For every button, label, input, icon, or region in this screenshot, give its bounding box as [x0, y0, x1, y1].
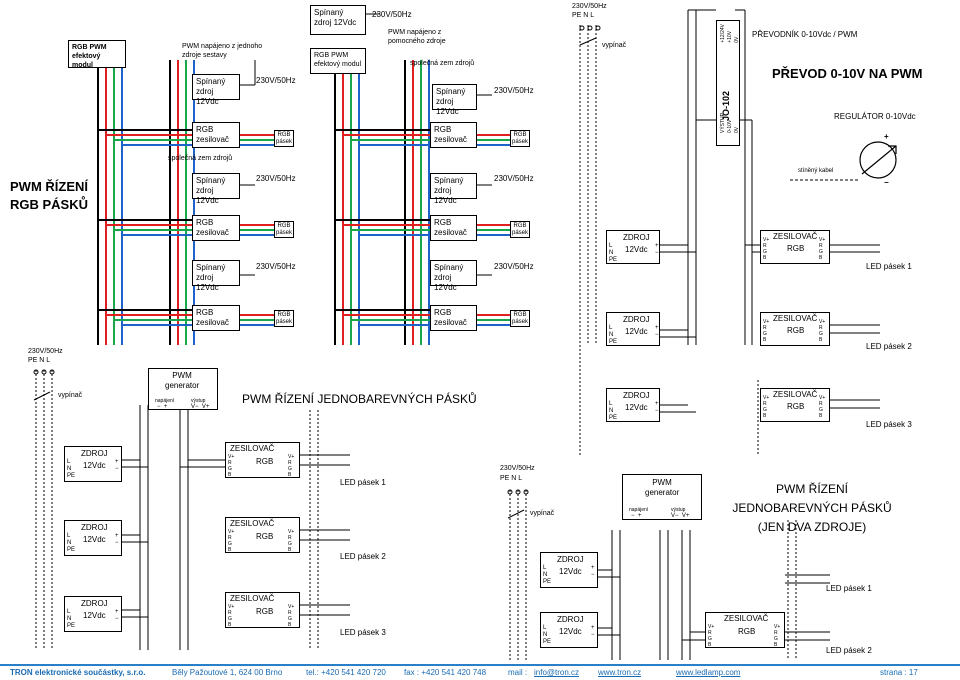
converter-big-title: PŘEVOD 0-10V NA PWM [772, 66, 923, 81]
rgb-wires-right [579, 9, 880, 455]
psu-mono-2: ZDROJ 12Vdc L N PE + − [64, 520, 122, 556]
led-strip-mono-1: LED pásek 1 [340, 478, 386, 487]
psu-rgb-2: ZDROJ 12Vdc L N PE + − [606, 312, 660, 346]
amp-mono-2: ZESILOVAČ RGB V+ R G B V+ R G B [225, 517, 300, 553]
mono-wires-right [509, 490, 830, 660]
led-strip-1-label: LED pásek 1 [866, 262, 912, 271]
psu-mono-4: ZDROJ 12Vdc L N PE + − [540, 552, 598, 588]
rgb-amp-3: RGB zesilovač [192, 305, 240, 331]
pe-n-l-label: PE N L [572, 12, 595, 19]
footer-tel: tel.: +420 541 420 720 [306, 668, 386, 677]
supply-box-mid-2: Spínaný zdroj 12Vdc [430, 173, 477, 205]
voltage-mono-left: 230V/50Hz [28, 348, 63, 355]
switch-mono-left: vypínač [58, 392, 83, 399]
shielded-cable-label: stíněný kabel [798, 168, 834, 174]
switch-symbols [33, 25, 601, 519]
pe-n-l-mono-right: PE N L [500, 475, 523, 482]
rgb-wires-left [97, 40, 275, 345]
rgb-strip-6: RGB pásek [510, 310, 530, 327]
reg-minus: − [884, 178, 889, 187]
supply-box-mid-1: Spínaný zdroj 12Vdc [432, 84, 477, 116]
pwm-generator-right: PWM generator napájení výstup − + V− V+ [622, 474, 702, 520]
common-ground-label: společná zem zdrojů [168, 155, 233, 162]
supply-box-2: Spínaný zdroj 12Vdc [192, 173, 240, 205]
footer-web2-link[interactable]: www.ledlamp.com [676, 668, 741, 677]
led-strip-3-label: LED pásek 3 [866, 420, 912, 429]
common-ground-label-2: společná zem zdrojů [410, 60, 475, 67]
pwm-generator-left: PWM generator napájení výstup − + V− V+ [148, 368, 218, 410]
converter-title: PŘEVODNÍK 0-10Vdc / PWM [752, 30, 858, 39]
pwm-single-label: PWM napájeno z jednoho zdroje sestavy [182, 43, 263, 59]
switch-mono-right: vypínač [530, 510, 555, 517]
rgb-strip-5: RGB pásek [510, 221, 530, 238]
footer-mail-link[interactable]: info@tron.cz [534, 668, 580, 677]
rgb-amp-5: RGB zesilovač [430, 215, 477, 241]
footer-mail-label: mail : [508, 668, 528, 677]
led-strip-2-label: LED pásek 2 [866, 342, 912, 351]
footer-address: Běly Pažoutové 1, 624 00 Brno [172, 668, 283, 677]
regulator-symbol [859, 141, 897, 179]
voltage-label: 230V/50Hz [494, 262, 534, 271]
voltage-label: 230V/50Hz [256, 76, 296, 85]
rgb-pwm-module-2: RGB PWM efektový modul [310, 48, 366, 74]
mono-wires-left [35, 370, 350, 650]
supply-wires [240, 13, 492, 276]
supply-box-top: Spínaný zdroj 12Vdc [192, 74, 240, 106]
footer-fax: fax : +420 541 420 748 [404, 668, 487, 677]
mono-title: PWM ŘÍZENÍ JEDNOBAREVNÝCH PÁSKŮ [242, 392, 477, 406]
rgb-amp-2: RGB zesilovač [192, 215, 240, 241]
rgb-wires-middle [334, 60, 510, 345]
voltage-label-right: 230V/50Hz [572, 3, 607, 10]
pe-n-l-mono-left: PE N L [28, 357, 51, 364]
psu-rgb-1: ZDROJ 12Vdc L N PE + − [606, 230, 660, 264]
rgb-strip-2: RGB pásek [274, 221, 294, 238]
rgb-amp-4: RGB zesilovač [430, 122, 477, 148]
rgb-amp-1: RGB zesilovač [192, 122, 240, 148]
rgb-pwm-module: RGB PWM efektový modul [68, 40, 126, 69]
footer-page: strana : 17 [880, 668, 918, 677]
reg-plus: + [884, 132, 889, 141]
psu-mono-1: ZDROJ 12Vdc L N PE + − [64, 446, 122, 482]
led-strip-mono-2: LED pásek 2 [340, 552, 386, 561]
led-strip-mono-r2: LED pásek 2 [826, 646, 872, 655]
supply-box-mid-3: Spínaný zdroj 12Vdc [430, 260, 477, 292]
footer-company: TRON elektronické součástky, s.r.o. [10, 668, 146, 677]
pwm-aux-label: PWM napájeno z pomocného zdroje [388, 29, 446, 45]
jo102-module: +12/24V +10V 0V JO-102 VÝSTUP 0-10V 0V [716, 20, 740, 146]
voltage-label: 230V/50Hz [494, 174, 534, 183]
supply-box-aux: Spínaný zdroj 12Vdc [310, 5, 366, 35]
amp-rgb-3: ZESILOVAČ RGB V+ R G B V+ R G B [760, 388, 830, 422]
amp-rgb-1: ZESILOVAČ RGB V+ R G B V+ R G B [760, 230, 830, 264]
voltage-mono-right: 230V/50Hz [500, 465, 535, 472]
amp-mono-3: ZESILOVAČ RGB V+ R G B V+ R G B [225, 592, 300, 628]
psu-mono-3: ZDROJ 12Vdc L N PE + − [64, 596, 122, 632]
switch-label: vypínač [602, 42, 627, 49]
regulator-label: REGULÁTOR 0-10Vdc [834, 112, 916, 121]
supply-box-3: Spínaný zdroj 12Vdc [192, 260, 240, 292]
voltage-label: 230V/50Hz [256, 174, 296, 183]
voltage-label: 230V/50Hz [372, 10, 412, 19]
amp-mono-1: ZESILOVAČ RGB V+ R G B V+ R G B [225, 442, 300, 478]
led-strip-mono-3: LED pásek 3 [340, 628, 386, 637]
amp-rgb-2: ZESILOVAČ RGB V+ R G B V+ R G B [760, 312, 830, 346]
amp-mono-r: ZESILOVAČ RGB V+ R G B V+ R G B [705, 612, 785, 648]
rgb-amp-6: RGB zesilovač [430, 305, 477, 331]
footer: TRON elektronické součástky, s.r.o. Běly… [0, 664, 960, 680]
led-strip-mono-r1: LED pásek 1 [826, 584, 872, 593]
mono-title-2: PWM ŘÍZENÍ JEDNOBAREVNÝCH PÁSKŮ (JEN DVA… [732, 482, 892, 534]
rgb-strip-4: RGB pásek [510, 130, 530, 147]
psu-rgb-3: ZDROJ 12Vdc L N PE + − [606, 388, 660, 422]
voltage-label: 230V/50Hz [256, 262, 296, 271]
rgb-strip-1: RGB pásek [274, 130, 294, 147]
voltage-label: 230V/50Hz [494, 86, 534, 95]
rgb-strip-3: RGB pásek [274, 310, 294, 327]
footer-web1-link[interactable]: www.tron.cz [598, 668, 642, 677]
psu-mono-5: ZDROJ 12Vdc L N PE + − [540, 612, 598, 648]
